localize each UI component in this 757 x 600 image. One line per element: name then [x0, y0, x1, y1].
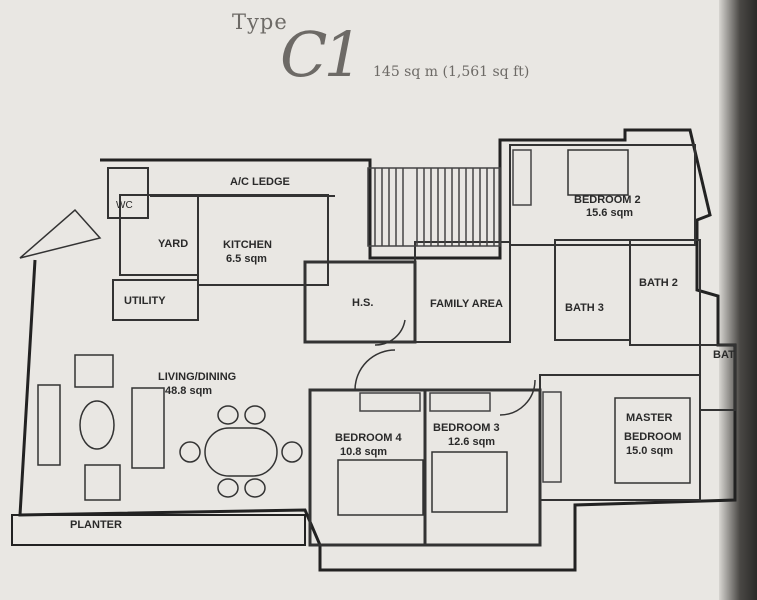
bedroom3-label: BEDROOM 3: [433, 422, 500, 434]
living-dining-label: LIVING/DINING: [158, 371, 236, 383]
master-bedroom-label-1: MASTER: [626, 412, 673, 424]
living-dining-area: 48.8 sqm: [165, 385, 212, 397]
planter-wall: [11, 514, 306, 546]
bedroom2-label: BEDROOM 2: [574, 194, 641, 206]
bedroom2-wall: [509, 144, 696, 246]
bath2-label: BATH 2: [639, 277, 678, 289]
doors: [19, 208, 536, 416]
ledge-hatch: [367, 167, 501, 247]
bedroom4-wall: [308, 388, 427, 547]
bedroom3-area: 12.6 sqm: [448, 436, 495, 448]
kitchen-area: 6.5 sqm: [226, 253, 267, 265]
bath3-label: BATH 3: [565, 302, 604, 314]
family-area-label: FAMILY AREA: [430, 298, 503, 310]
bedroom3-wall: [423, 388, 542, 547]
unit-area: 145 sq m (1,561 sq ft): [373, 64, 530, 80]
bedroom2-area: 15.6 sqm: [586, 207, 633, 219]
hs-label: H.S.: [352, 297, 373, 309]
family-area-wall: [414, 241, 511, 343]
kitchen-label: KITCHEN: [223, 239, 272, 251]
bedroom4-label: BEDROOM 4: [335, 432, 403, 444]
bath3-wall: [554, 239, 631, 341]
bath-label: BAT: [713, 349, 735, 361]
furniture: [37, 354, 303, 501]
unit-type-code: C1: [280, 18, 363, 91]
unit-type-word: Type: [232, 10, 288, 34]
beds: [337, 149, 691, 516]
planter-label: PLANTER: [70, 519, 122, 531]
ac-ledge-label: A/C LEDGE: [230, 176, 290, 188]
wc-label: WC: [116, 200, 133, 211]
master-bedroom-label-2: BEDROOM: [624, 431, 681, 443]
bath-right-wall: [699, 344, 736, 411]
bedroom4-area: 10.8 sqm: [340, 446, 387, 458]
wc-wall: [107, 167, 149, 219]
master-bedroom-area: 15.0 sqm: [626, 445, 673, 457]
wardrobe-hatch: [359, 149, 562, 483]
utility-label: UTILITY: [124, 295, 166, 307]
utility-wall: [112, 279, 199, 321]
yard-label: YARD: [158, 238, 188, 250]
bath2-wall: [629, 239, 701, 346]
